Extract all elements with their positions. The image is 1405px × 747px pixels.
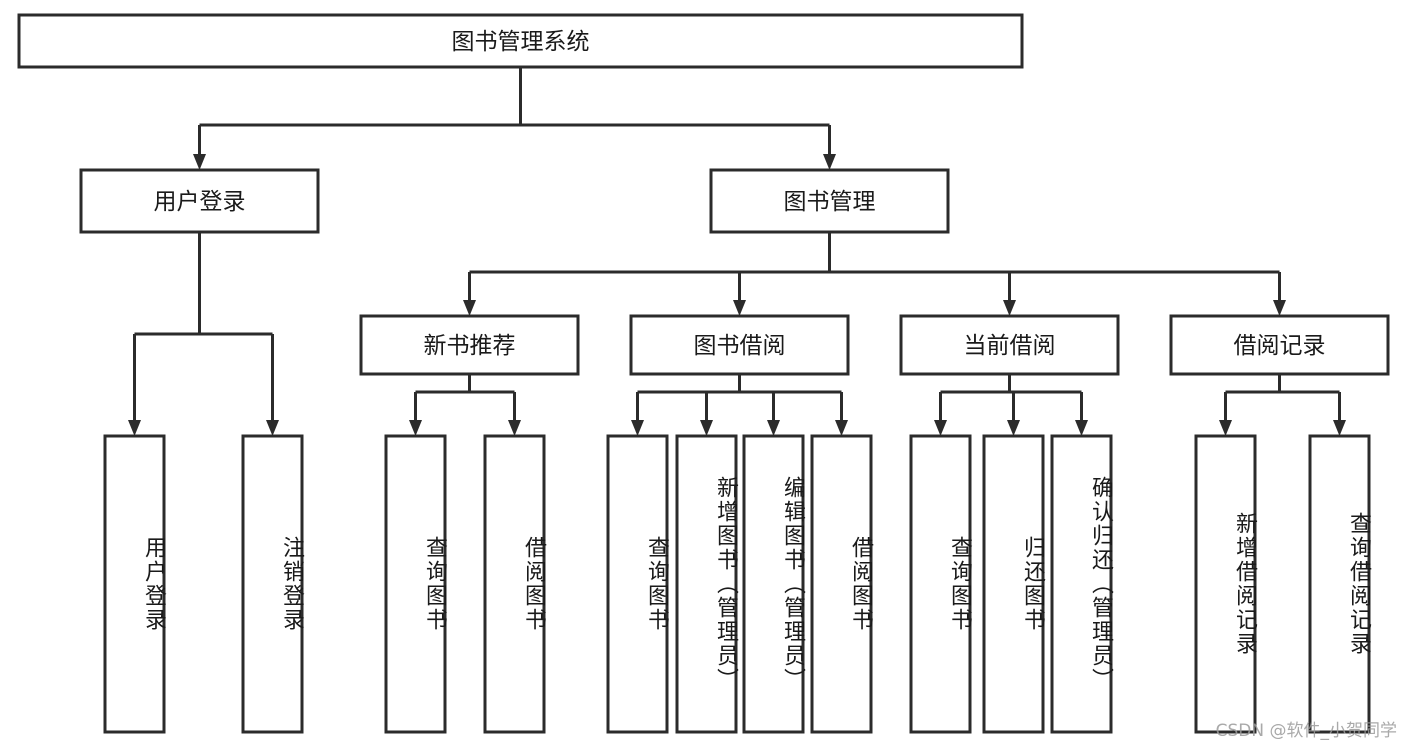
arrow-head-icon bbox=[733, 300, 746, 316]
node-label: 用户登录 bbox=[154, 189, 246, 215]
arrow-head-icon bbox=[193, 154, 206, 170]
node-leaf-leaf-borrow-book-2[interactable] bbox=[810, 434, 873, 734]
connector-group-borrow-record bbox=[1219, 374, 1346, 436]
node-leaf-leaf-return-book[interactable] bbox=[982, 434, 1045, 734]
arrow-head-icon bbox=[631, 420, 644, 436]
arrow-head-icon bbox=[767, 420, 780, 436]
connector-layer bbox=[128, 67, 1346, 436]
connector-group-current-borrow bbox=[934, 374, 1088, 436]
arrow-head-icon bbox=[1273, 300, 1286, 316]
arrow-head-icon bbox=[409, 420, 422, 436]
node-box bbox=[709, 168, 950, 234]
node-label: 图书管理系统 bbox=[452, 29, 590, 55]
node-box bbox=[359, 314, 580, 376]
node-leaf-leaf-borrow-book-1[interactable] bbox=[483, 434, 546, 734]
node-box bbox=[742, 434, 805, 734]
node-leaf-leaf-user-logout[interactable] bbox=[241, 434, 304, 734]
node-label: 图书借阅 bbox=[694, 333, 786, 359]
node-leaf-leaf-query-book-2[interactable] bbox=[606, 434, 669, 734]
node-leaf-leaf-query-book-3[interactable] bbox=[909, 434, 972, 734]
arrow-head-icon bbox=[1003, 300, 1016, 316]
node-box bbox=[17, 13, 1024, 69]
node-label: 当前借阅 bbox=[964, 333, 1056, 359]
node-box bbox=[483, 434, 546, 734]
arrow-head-icon bbox=[128, 420, 141, 436]
node-box bbox=[79, 168, 320, 234]
arrow-head-icon bbox=[700, 420, 713, 436]
node-label: 新书推荐 bbox=[424, 333, 516, 359]
node-box bbox=[899, 314, 1120, 376]
connector-group-new-book-rec bbox=[409, 374, 521, 436]
node-leaf-leaf-user-login[interactable] bbox=[103, 434, 166, 734]
node-box bbox=[1050, 434, 1113, 734]
node-box bbox=[1194, 434, 1257, 734]
node-label: 借阅记录 bbox=[1234, 333, 1326, 359]
node-box bbox=[810, 434, 873, 734]
node-root-root[interactable]: 图书管理系统 bbox=[17, 13, 1024, 69]
node-box bbox=[241, 434, 304, 734]
node-box bbox=[384, 434, 447, 734]
node-box bbox=[982, 434, 1045, 734]
node-level3-new-book-rec[interactable]: 新书推荐 bbox=[359, 314, 580, 376]
arrow-head-icon bbox=[823, 154, 836, 170]
arrow-head-icon bbox=[934, 420, 947, 436]
watermark-text: CSDN @软件_小贺同学 bbox=[1215, 721, 1397, 741]
arrow-head-icon bbox=[1333, 420, 1346, 436]
arrow-head-icon bbox=[835, 420, 848, 436]
node-level2-user-login[interactable]: 用户登录 bbox=[79, 168, 320, 234]
node-level2-book-manage[interactable]: 图书管理 bbox=[709, 168, 950, 234]
node-level3-current-borrow[interactable]: 当前借阅 bbox=[899, 314, 1120, 376]
connector-group-book-borrow bbox=[631, 374, 848, 436]
node-box bbox=[606, 434, 669, 734]
node-leaf-leaf-query-book-1[interactable] bbox=[384, 434, 447, 734]
node-leaf-leaf-add-record[interactable] bbox=[1194, 434, 1257, 734]
node-box bbox=[1308, 434, 1371, 734]
node-label: 图书管理 bbox=[784, 189, 876, 215]
node-box bbox=[103, 434, 166, 734]
connector-group-book-manage bbox=[463, 232, 1286, 316]
connector-group-user-login bbox=[128, 232, 279, 436]
node-box bbox=[629, 314, 850, 376]
node-leaf-leaf-edit-book[interactable] bbox=[742, 434, 805, 734]
node-leaf-leaf-add-book[interactable] bbox=[675, 434, 738, 734]
connector-group-root bbox=[193, 67, 836, 170]
arrow-head-icon bbox=[508, 420, 521, 436]
node-box bbox=[909, 434, 972, 734]
node-box bbox=[1169, 314, 1390, 376]
node-level3-borrow-record[interactable]: 借阅记录 bbox=[1169, 314, 1390, 376]
arrow-head-icon bbox=[266, 420, 279, 436]
node-leaf-leaf-confirm-return[interactable] bbox=[1050, 434, 1113, 734]
arrow-head-icon bbox=[1007, 420, 1020, 436]
arrow-head-icon bbox=[463, 300, 476, 316]
arrow-head-icon bbox=[1075, 420, 1088, 436]
arrow-head-icon bbox=[1219, 420, 1232, 436]
node-level3-book-borrow[interactable]: 图书借阅 bbox=[629, 314, 850, 376]
node-leaf-leaf-query-record[interactable] bbox=[1308, 434, 1371, 734]
node-box bbox=[675, 434, 738, 734]
